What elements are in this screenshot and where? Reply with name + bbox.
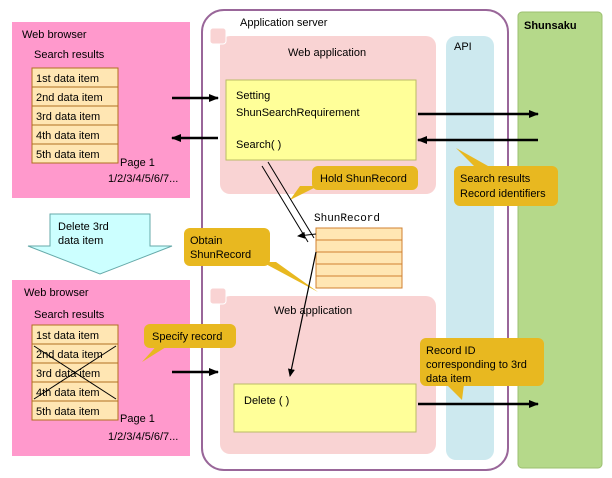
record-to-delete-arrow [288,251,317,377]
hold-callout [312,166,418,190]
api-label: API [454,41,472,53]
setting-line2: ShunSearchRequirement [236,107,360,119]
app-server-label: Application server [240,17,328,29]
delete-arrow-line2: data item [58,235,103,247]
obtain-callout [184,228,270,266]
top-result-item: 3rd data item [31,105,119,126]
results-line1: Search results [460,173,531,185]
bottom-result-list: 1st data item 2nd data item 3rd data item 4… [31,324,119,421]
browser-bottom-title: Web browser [24,287,89,299]
record-to-hold-arrow [297,231,317,239]
search-results-top: Search results [34,49,105,61]
recordid-line3: data item [426,373,471,385]
web-app-bottom-label: Web application [274,305,352,317]
pages-bottom: 1/2/3/4/5/6/7... [108,431,178,443]
strike-line [33,345,117,400]
delete-call: Delete ( ) [244,395,289,407]
pages-top: 1/2/3/4/5/6/7... [108,173,178,185]
top-result-item-label: 2nd data item [36,92,103,104]
delete-down-arrow [27,213,173,275]
top-result-list: 1st data item 2nd data item 3rd data item 4… [31,67,119,164]
web-app-top-label: Web application [288,47,366,59]
top-result-item-label: 5th data item [36,149,100,161]
search-call: Search( ) [236,139,281,151]
specify-label: Specify record [152,331,222,343]
setting-line1: Setting [236,90,270,102]
search-results-bottom: Search results [34,309,105,321]
api-box [446,36,494,460]
browser-top-title: Web browser [22,29,87,41]
bottom-result-item: 5th data item [31,400,119,421]
top-result-item-label: 1st data item [36,73,99,85]
delete-arrow-line1: Delete 3rd [58,221,109,233]
bottom-result-item-label: 3rd data item [36,368,100,380]
shunsaku-box [517,11,603,469]
results-callout-tail [456,148,488,166]
top-result-item: 2nd data item [31,86,119,107]
bottom-result-item-label: 5th data item [36,406,100,418]
obtain-callout-tail [262,262,318,292]
shunrecord-table [315,227,403,289]
web-app-bottom-corner [209,287,227,305]
hold-callout-tail [290,186,318,200]
hold-to-record-line-a [267,161,315,239]
search-note [225,79,417,161]
bottom-result-item-label: 1st data item [36,330,99,342]
obtain-line1: Obtain [190,235,222,247]
recordid-line2: corresponding to 3rd [426,359,527,371]
recordid-line1: Record ID [426,345,476,357]
page-top: Page 1 [120,157,155,169]
bottom-result-item: 1st data item [31,324,119,345]
top-result-item: 5th data item [31,143,119,164]
shunrecord-label: ShunRecord [314,213,380,225]
delete-note [233,383,417,433]
recordid-callout-tail [446,384,464,400]
bottom-result-item-label: 4th data item [36,387,100,399]
bottom-result-item-label: 2nd data item [36,349,103,361]
hold-label: Hold ShunRecord [320,173,407,185]
shunsaku-label: Shunsaku [524,20,577,32]
web-app-top-corner [209,27,227,45]
recordid-callout [420,338,544,386]
results-line2: Record identifiers [460,188,546,200]
top-result-item: 1st data item [31,67,119,88]
top-result-item-label: 4th data item [36,130,100,142]
obtain-line2: ShunRecord [190,249,251,261]
results-callout [454,166,558,206]
specify-callout [144,324,236,348]
hold-to-record-line-b [261,165,309,243]
page-bottom: Page 1 [120,413,155,425]
top-result-item-label: 3rd data item [36,111,100,123]
top-result-item: 4th data item [31,124,119,145]
